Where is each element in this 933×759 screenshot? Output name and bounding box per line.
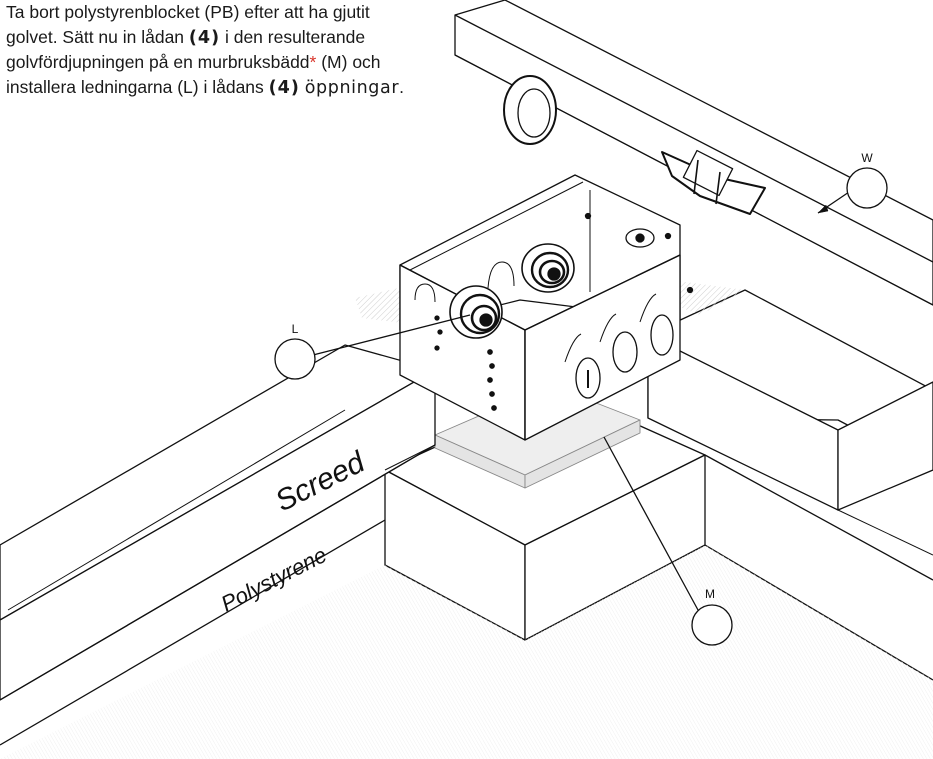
instruction-part-1: Ta bort polystyrenblocket (PB) efter att… (6, 2, 370, 47)
box-reference: (4) (188, 27, 221, 48)
conduit-lower (449, 285, 503, 339)
instruction-part-4: öppningar (304, 77, 400, 98)
instruction-part-3: (M) och installera ledningarna (L) i låd… (6, 52, 381, 97)
instruction-part-5: . (399, 76, 404, 97)
callout-m-leader (603, 436, 699, 611)
instruction-part-2: i den resulterande golvfördjupningen på … (6, 26, 366, 73)
callout-l-circle (274, 338, 316, 380)
callout-w-label: W (861, 151, 873, 165)
callout-w-circle (846, 167, 888, 209)
callout-l-leader (312, 314, 471, 356)
box-reference: (4) (268, 77, 300, 98)
instruction-text: Ta bort polystyrenblocket (PB) efter att… (6, 0, 426, 100)
callout-m-label: M (705, 587, 715, 601)
screed-slab-right (647, 289, 933, 681)
footnote-asterisk: * (309, 52, 317, 73)
spirit-level (454, 0, 933, 306)
callout-l-label: L (292, 322, 299, 336)
conduit-upper (521, 243, 575, 293)
callout-m-circle (691, 604, 733, 646)
